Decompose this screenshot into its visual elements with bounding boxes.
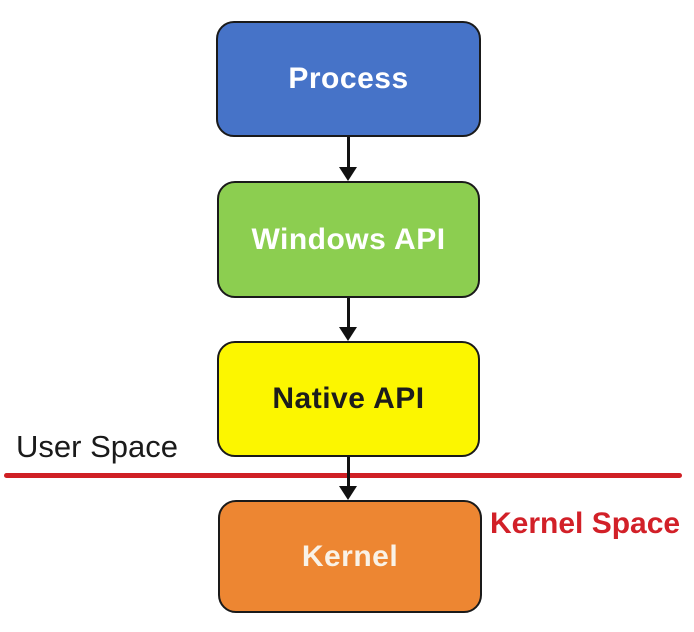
arrow-stem <box>346 137 350 167</box>
arrow-stem <box>346 298 350 327</box>
arrow-stem <box>346 457 350 486</box>
arrow-native-api-to-kernel <box>339 457 357 500</box>
kernel-box-label: Kernel <box>301 539 399 573</box>
arrowhead-down-icon <box>339 327 357 341</box>
process-box-label: Process <box>288 62 409 95</box>
arrowhead-down-icon <box>339 167 357 181</box>
arrow-process-to-windows-api <box>339 137 357 181</box>
kernel-space-label: Kernel Space <box>490 507 681 540</box>
arrow-windows-api-to-native-api <box>339 298 357 341</box>
native-api-box-label: Native API <box>272 382 425 415</box>
windows-api-box: Windows API <box>217 181 480 298</box>
user-space-label: User Space <box>16 429 178 464</box>
windows-api-box-label: Windows API <box>251 222 446 256</box>
user-kernel-divider-line <box>4 473 682 478</box>
kernel-box: Kernel <box>218 500 482 613</box>
native-api-box: Native API <box>217 341 480 457</box>
arrowhead-down-icon <box>339 486 357 500</box>
process-box: Process <box>216 21 481 137</box>
